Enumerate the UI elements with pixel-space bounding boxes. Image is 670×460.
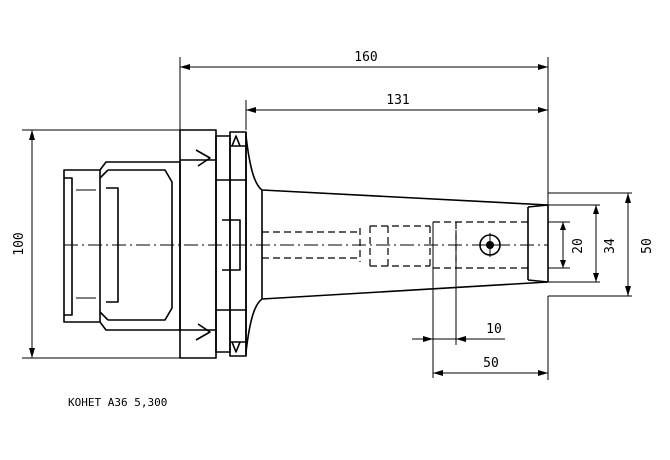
taper-body [245, 132, 549, 356]
flange [179, 129, 247, 359]
caption-text: КОНЕТ АЗ6 5,300 [68, 396, 167, 409]
dim-label-10: 10 [486, 322, 502, 337]
dimension-nose-diameters: 20 34 50 [548, 192, 655, 297]
dim-label-50-horizontal: 50 [483, 356, 499, 371]
dim-label-131: 131 [386, 93, 409, 108]
dim-label-50-vertical: 50 [640, 238, 655, 254]
internal-bore [262, 221, 528, 269]
dimension-taper-length: 131 [245, 93, 548, 130]
set-screw [478, 233, 502, 257]
dim-label-34: 34 [603, 238, 618, 254]
hsk-shank [63, 161, 181, 331]
dimension-overall-length: 160 [179, 50, 549, 205]
dimension-flange-diameter: 100 [12, 129, 180, 359]
dim-label-100: 100 [12, 232, 27, 255]
dim-label-20: 20 [571, 238, 586, 254]
dim-label-160: 160 [354, 50, 377, 65]
